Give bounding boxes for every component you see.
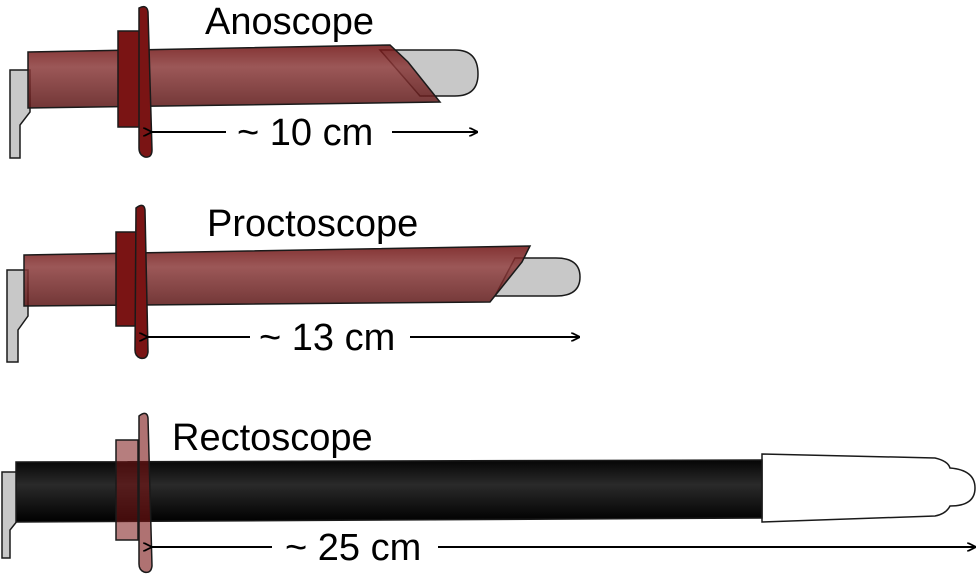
proctoscope-flange bbox=[134, 204, 149, 360]
anoscope-handle bbox=[9, 69, 31, 159]
rectoscope-tube bbox=[15, 459, 763, 523]
rectoscope-obturator-tip bbox=[761, 453, 976, 523]
rectoscope-title: Rectoscope bbox=[172, 417, 373, 459]
proctoscope-tube bbox=[23, 245, 532, 307]
anoscope-instrument: Anoscope ~ 10 cm bbox=[9, 1, 479, 159]
anoscope-flange bbox=[138, 5, 153, 158]
proctoscope-length-label: ~ 13 cm bbox=[259, 317, 395, 359]
rectoscope-instrument: Rectoscope ~ 25 cm bbox=[1, 412, 976, 574]
rectoscope-collar bbox=[115, 439, 139, 541]
anoscope-collar bbox=[117, 30, 141, 128]
proctoscope-instrument: Proctoscope ~ 13 cm bbox=[6, 203, 581, 363]
rectoscope-length-label: ~ 25 cm bbox=[285, 527, 421, 569]
anoscope-tube bbox=[27, 44, 442, 109]
anoscope-title: Anoscope bbox=[205, 1, 374, 43]
proctoscope-title: Proctoscope bbox=[207, 203, 418, 245]
rectoscope-flange bbox=[138, 412, 153, 574]
anoscope-length-label: ~ 10 cm bbox=[237, 112, 373, 154]
